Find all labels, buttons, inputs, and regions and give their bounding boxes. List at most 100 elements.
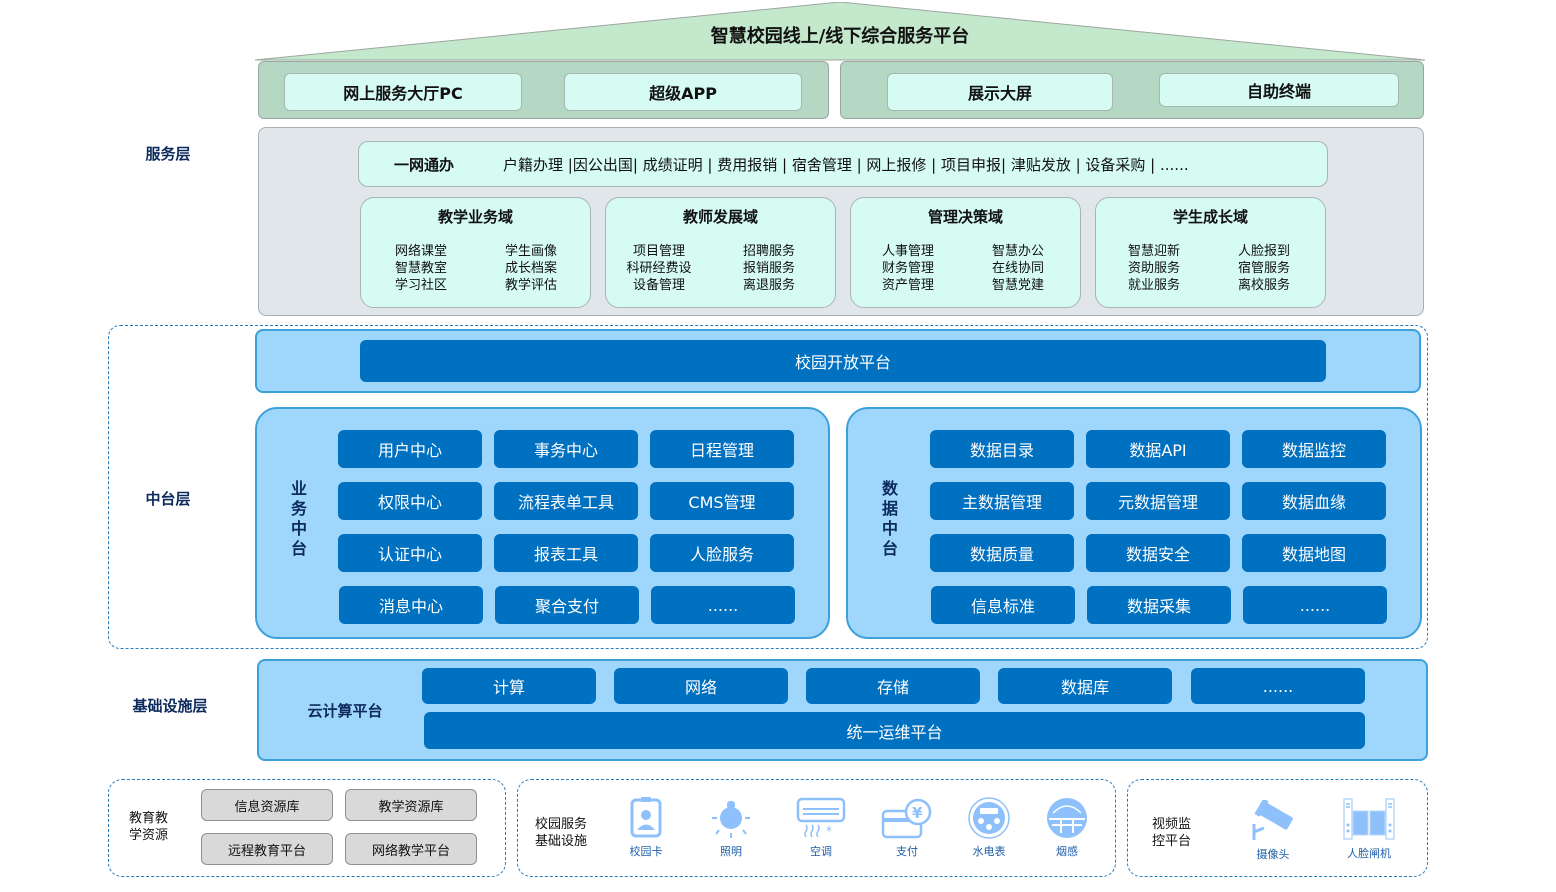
- domain-title: 管理决策域: [927, 208, 1003, 226]
- domain-item: 宿管服务: [1237, 261, 1290, 276]
- layer-label-infra: 基础设施层: [132, 697, 208, 715]
- domain-item: 在线协同: [991, 261, 1044, 276]
- id-card-icon: [630, 797, 662, 838]
- domain-student-growth[interactable]: 学生成长域 智慧迎新 资助服务 就业服务 人脸报到 宿管服务 离校服务: [1095, 197, 1326, 308]
- infra-storage[interactable]: 存储: [806, 668, 980, 704]
- infra-item-lighting[interactable]: 照明: [696, 797, 766, 859]
- cell-more[interactable]: ......: [651, 586, 795, 624]
- cell-master-data[interactable]: 主数据管理: [930, 482, 1074, 520]
- infra-item-air-conditioning[interactable]: * 空调: [786, 797, 856, 859]
- icon-label: 水电表: [972, 845, 1006, 858]
- domain-item: 网络课堂: [394, 244, 447, 259]
- domain-item: 成长档案: [504, 261, 557, 276]
- domain-col-2: 招聘服务 报销服务 离退服务: [724, 243, 814, 294]
- icon-label: 摄像头: [1256, 848, 1290, 861]
- res-teaching-library[interactable]: 教学资源库: [345, 789, 477, 821]
- cell-data-monitor[interactable]: 数据监控: [1242, 430, 1386, 468]
- domain-item: 离校服务: [1237, 278, 1290, 293]
- utility-meter-icon: [968, 797, 1010, 839]
- domain-management[interactable]: 管理决策域 人事管理 财务管理 资产管理 智慧办公 在线协同 智慧党建: [850, 197, 1081, 308]
- middle-layer-border: [108, 325, 1428, 649]
- one-net-bar[interactable]: 一网通办 户籍办理 |因公出国| 成绩证明 | 费用报销 | 宿舍管理 | 网上…: [358, 141, 1328, 187]
- cell-report-tool[interactable]: 报表工具: [494, 534, 638, 572]
- infra-network[interactable]: 网络: [614, 668, 788, 704]
- domain-item: 学生画像: [504, 244, 557, 259]
- cell-data-collect[interactable]: 数据采集: [1087, 586, 1231, 624]
- channel-super-app[interactable]: 超级APP: [564, 73, 802, 111]
- cell-info-standard[interactable]: 信息标准: [931, 586, 1075, 624]
- cell-face-service[interactable]: 人脸服务: [650, 534, 794, 572]
- domain-item: 智慧迎新: [1127, 244, 1180, 259]
- label-char: 数: [881, 479, 898, 498]
- domain-item: 报销服务: [742, 261, 795, 276]
- domain-title: 教师发展域: [682, 208, 758, 226]
- data-center-label: 数 据 中 台: [880, 479, 900, 559]
- cell-cms[interactable]: CMS管理: [650, 482, 794, 520]
- label-char: 中: [290, 519, 307, 538]
- cell-aggregate-pay[interactable]: 聚合支付: [495, 586, 639, 624]
- cell-data-api[interactable]: 数据API: [1086, 430, 1230, 468]
- cell-message-center[interactable]: 消息中心: [339, 586, 483, 624]
- cell-metadata[interactable]: 元数据管理: [1086, 482, 1230, 520]
- video-monitor-label: 视频监控平台: [1152, 817, 1192, 849]
- domain-teaching[interactable]: 教学业务域 网络课堂 智慧教室 学习社区 学生画像 成长档案 教学评估: [360, 197, 591, 308]
- domain-teacher-dev[interactable]: 教师发展域 项目管理 科研经费设 设备管理 招聘服务 报销服务 离退服务: [605, 197, 836, 308]
- cell-data-security[interactable]: 数据安全: [1086, 534, 1230, 572]
- res-remote-edu[interactable]: 远程教育平台: [201, 833, 333, 865]
- domain-item: 资助服务: [1127, 261, 1180, 276]
- domain-item: 智慧教室: [394, 261, 447, 276]
- cell-schedule[interactable]: 日程管理: [650, 430, 794, 468]
- video-item-face-gate[interactable]: 人脸闸机: [1334, 797, 1404, 861]
- label-char: 业: [290, 479, 307, 498]
- channel-group-right: 展示大屏 自助终端: [840, 61, 1424, 119]
- cell-auth-center[interactable]: 认证中心: [338, 534, 482, 572]
- domain-item: 项目管理: [632, 244, 685, 259]
- infra-item-smoke[interactable]: 烟感: [1032, 797, 1102, 859]
- campus-infra-group: 校园服务基础设施 校园卡 照明 *: [517, 779, 1116, 877]
- cell-workflow-form[interactable]: 流程表单工具: [494, 482, 638, 520]
- cell-affairs-center[interactable]: 事务中心: [494, 430, 638, 468]
- domain-item: 人脸报到: [1237, 244, 1290, 259]
- infra-compute[interactable]: 计算: [422, 668, 596, 704]
- open-platform-bar[interactable]: 校园开放平台: [360, 340, 1326, 382]
- domain-item: 资产管理: [881, 278, 934, 293]
- cell-permission-center[interactable]: 权限中心: [338, 482, 482, 520]
- channel-display-screen[interactable]: 展示大屏: [887, 73, 1113, 111]
- icon-label: 烟感: [1056, 845, 1078, 858]
- domain-item: 智慧办公: [991, 244, 1044, 259]
- domain-col-1: 人事管理 财务管理 资产管理: [863, 243, 953, 294]
- layer-label-middle: 中台层: [145, 490, 191, 508]
- infra-more[interactable]: ......: [1191, 668, 1365, 704]
- business-center-panel: 业 务 中 台 用户中心 事务中心 日程管理 权限中心 流程表单工具 CMS管理…: [255, 407, 830, 639]
- cell-data-catalog[interactable]: 数据目录: [930, 430, 1074, 468]
- cell-data-map[interactable]: 数据地图: [1242, 534, 1386, 572]
- cell-data-lineage[interactable]: 数据血缘: [1242, 482, 1386, 520]
- res-online-teaching[interactable]: 网络教学平台: [345, 833, 477, 865]
- domain-title: 学生成长域: [1172, 208, 1248, 226]
- video-item-camera[interactable]: 摄像头: [1238, 800, 1308, 862]
- domain-item: 招聘服务: [742, 244, 795, 259]
- icon-label: 空调: [810, 845, 832, 858]
- res-info-library[interactable]: 信息资源库: [201, 789, 333, 821]
- infra-item-campus-card[interactable]: 校园卡: [611, 797, 681, 859]
- domain-col-1: 网络课堂 智慧教室 学习社区: [376, 243, 466, 294]
- light-bulb-icon: [712, 801, 750, 838]
- label-char: 据: [881, 499, 898, 518]
- cell-user-center[interactable]: 用户中心: [338, 430, 482, 468]
- ops-platform-bar[interactable]: 统一运维平台: [424, 712, 1365, 749]
- one-net-items: 户籍办理 |因公出国| 成绩证明 | 费用报销 | 宿舍管理 | 网上报修 | …: [503, 155, 1189, 174]
- business-center-label: 业 务 中 台: [289, 479, 309, 559]
- cell-more[interactable]: ......: [1243, 586, 1387, 624]
- channel-kiosk[interactable]: 自助终端: [1159, 73, 1399, 107]
- channel-web-hall[interactable]: 网上服务大厅PC: [284, 73, 522, 111]
- cell-data-quality[interactable]: 数据质量: [930, 534, 1074, 572]
- icon-label: 支付: [896, 845, 918, 858]
- domain-col-1: 智慧迎新 资助服务 就业服务: [1109, 243, 1199, 294]
- face-gate-icon: [1343, 798, 1395, 840]
- infra-database[interactable]: 数据库: [998, 668, 1172, 704]
- cloud-platform-label: 云计算平台: [307, 702, 383, 720]
- domain-item: 离退服务: [742, 278, 795, 293]
- infra-item-meter[interactable]: 水电表: [954, 797, 1024, 859]
- domain-item: 设备管理: [632, 278, 685, 293]
- infra-item-payment[interactable]: ¥ 支付: [872, 797, 942, 859]
